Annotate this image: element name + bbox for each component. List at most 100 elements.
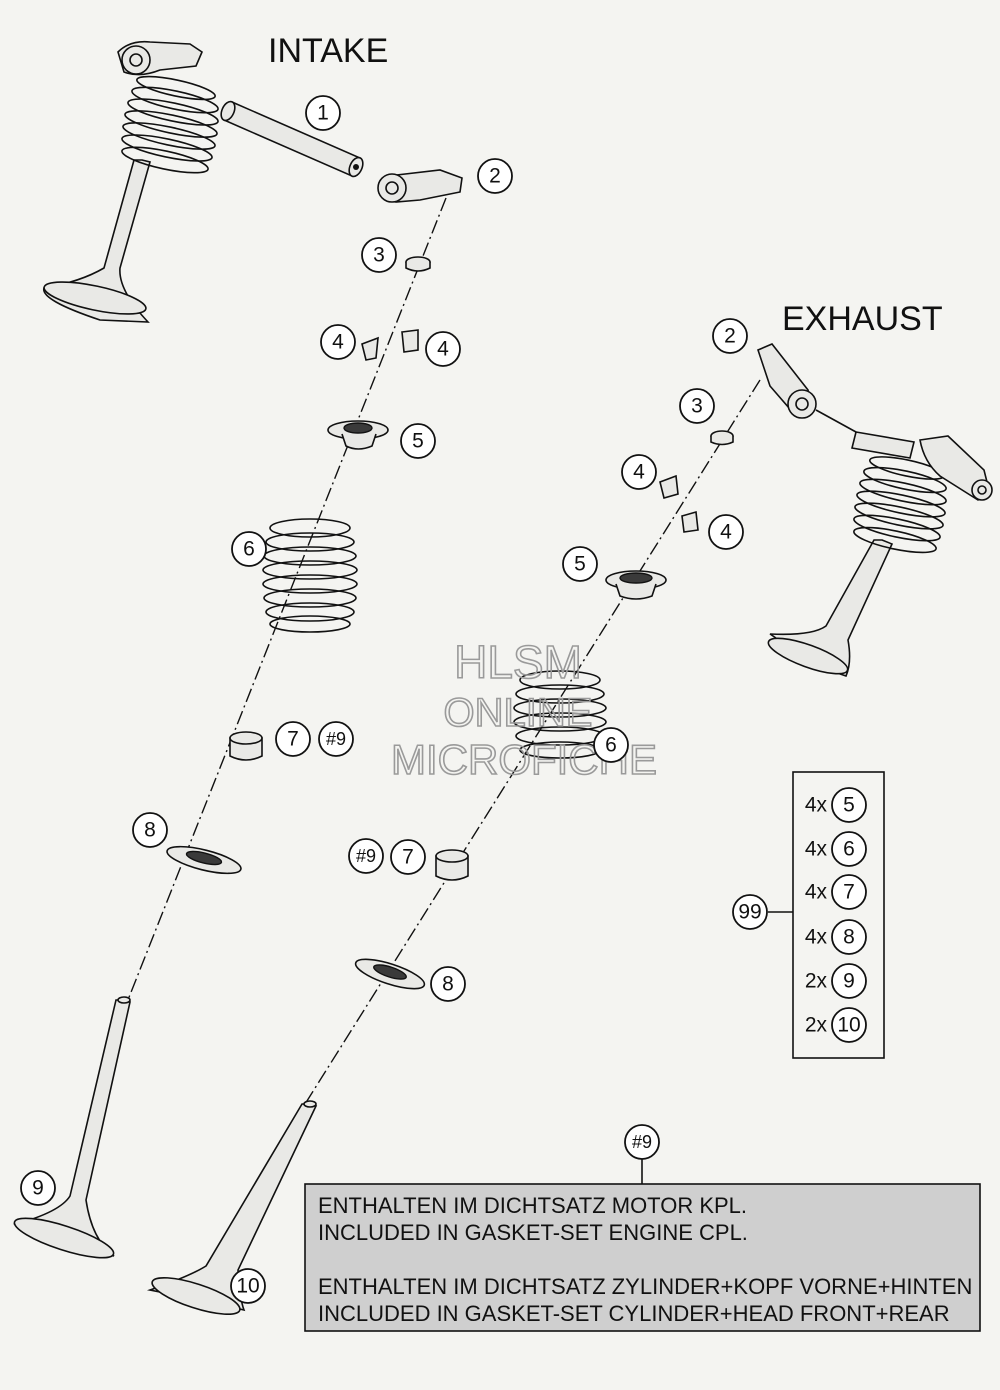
kit-99: 99 4x 5 4x 6 4x 7 4x 8 2x 9 2x: [732, 771, 885, 1059]
callout-label: 9: [32, 1177, 44, 1200]
callout-exhaust-10: 10: [230, 1268, 266, 1304]
kit-label: 99: [738, 901, 761, 924]
callout-exhaust-4b: 4: [708, 514, 744, 550]
callout-label: 4: [332, 331, 344, 354]
exhaust-assembled-spring: [853, 456, 947, 554]
exhaust-assembled-valve: [767, 431, 993, 678]
intake-keeper-left: [361, 336, 379, 361]
intake-rocker-arm: [377, 169, 463, 203]
callout-intake-1: 1: [305, 95, 341, 131]
callout-intake-2: 2: [477, 158, 513, 194]
kit-row-part: 10: [837, 1014, 860, 1037]
kit-row: 2x 10: [805, 1007, 867, 1043]
callout-intake-9: 9: [20, 1170, 56, 1206]
callout-intake-8: 8: [132, 812, 168, 848]
callout-label: 1: [317, 102, 329, 125]
callout-intake-6: 6: [231, 531, 267, 567]
callout-label: 3: [691, 395, 703, 418]
callout-label: 6: [605, 734, 617, 757]
kit-row-part: 5: [843, 794, 855, 817]
callout-intake-3: 3: [361, 237, 397, 273]
exhaust-axis: [299, 379, 761, 1113]
callout-label: #9: [356, 846, 376, 866]
intake-valve: [12, 996, 131, 1259]
exhaust-retainer: [605, 570, 667, 600]
callout-label: #9: [326, 729, 346, 749]
exhaust-heading: EXHAUST: [782, 300, 943, 338]
callout-exhaust-6: 6: [593, 727, 629, 763]
intake-spring-seat: [166, 845, 242, 875]
callout-label: 8: [442, 973, 454, 996]
gasket-set-note: #9 ENTHALTEN IM DICHTSATZ MOTOR KPL. INC…: [304, 1124, 981, 1332]
kit-row-qty: 2x: [805, 1014, 828, 1037]
note-line: ENTHALTEN IM DICHTSATZ MOTOR KPL.: [318, 1193, 747, 1218]
kit-box: [792, 771, 885, 1059]
callout-exhaust-5: 5: [562, 546, 598, 582]
kit-row: 4x 5: [805, 787, 867, 823]
exhaust-keeper-upper: [659, 474, 679, 499]
exhaust-spring-seat: [354, 958, 426, 990]
kit-row-qty: 4x: [805, 838, 828, 861]
callout-exhaust-2: 2: [712, 318, 748, 354]
intake-heading: INTAKE: [268, 32, 388, 70]
note-line: INCLUDED IN GASKET-SET ENGINE CPL.: [318, 1220, 748, 1245]
callout-intake-4a: 4: [320, 324, 356, 360]
kit-row: 4x 7: [805, 874, 867, 910]
watermark-line1: HLSM: [454, 636, 582, 688]
callout-label: 5: [574, 553, 586, 576]
callout-label: 5: [412, 430, 424, 453]
exhaust-stem-seal: [435, 849, 469, 881]
callout-label: 10: [236, 1275, 259, 1298]
callout-intake-4b: 4: [425, 331, 461, 367]
callout-label: 2: [489, 165, 501, 188]
kit-row-qty: 4x: [805, 926, 828, 949]
intake-axis: [119, 197, 447, 1021]
callout-label: 7: [287, 728, 299, 751]
kit-row: 2x 9: [805, 963, 867, 999]
intake-shim: [405, 256, 431, 272]
intake-assembled-valve: [43, 40, 219, 323]
callout-label: 2: [724, 325, 736, 348]
kit-row-part: 7: [843, 881, 855, 904]
kit-row: 4x 6: [805, 831, 867, 867]
callout-intake-ref9: #9: [318, 721, 354, 757]
callout-label: 3: [373, 244, 385, 267]
intake-keeper-right: [401, 329, 419, 353]
exhaust-callouts: 2 3 4 4 5 6 #9 7: [230, 318, 748, 1304]
exhaust-shim: [710, 430, 734, 446]
intake-assembled-spring: [121, 75, 219, 174]
kit-row-qty: 4x: [805, 794, 828, 817]
callout-label: 4: [720, 521, 732, 544]
kit-row-part: 9: [843, 970, 855, 993]
callout-exhaust-3: 3: [679, 388, 715, 424]
callout-exhaust-7: 7: [390, 839, 426, 875]
exhaust-rocker-arm: [757, 343, 857, 433]
note-line: ENTHALTEN IM DICHTSATZ ZYLINDER+KOPF VOR…: [318, 1274, 972, 1299]
callout-label: 6: [243, 538, 255, 561]
kit-row-part: 8: [843, 926, 855, 949]
exhaust-keeper-lower: [681, 510, 699, 533]
note-line: INCLUDED IN GASKET-SET CYLINDER+HEAD FRO…: [318, 1301, 950, 1326]
callout-label: 7: [402, 846, 414, 869]
callout-exhaust-4a: 4: [621, 454, 657, 490]
kit-row-part: 6: [843, 838, 855, 861]
callout-intake-7: 7: [275, 721, 311, 757]
note-box: [304, 1183, 981, 1332]
kit-row-qty: 4x: [805, 881, 828, 904]
intake-stem-seal: [229, 731, 263, 761]
callout-label: 4: [633, 461, 645, 484]
callout-exhaust-8: 8: [430, 966, 466, 1002]
kit-row: 4x 8: [805, 919, 867, 955]
callout-intake-5: 5: [400, 423, 436, 459]
kit-row-qty: 2x: [805, 970, 828, 993]
callout-exhaust-ref9: #9: [348, 838, 384, 874]
intake-spring: [262, 518, 358, 633]
callout-label: 4: [437, 338, 449, 361]
intake-retainer: [327, 420, 389, 450]
callout-label: 8: [144, 819, 156, 842]
note-ref: #9: [632, 1132, 652, 1152]
intake-rocker-shaft: [220, 100, 364, 178]
watermark-line2: ONLINE: [444, 691, 593, 735]
